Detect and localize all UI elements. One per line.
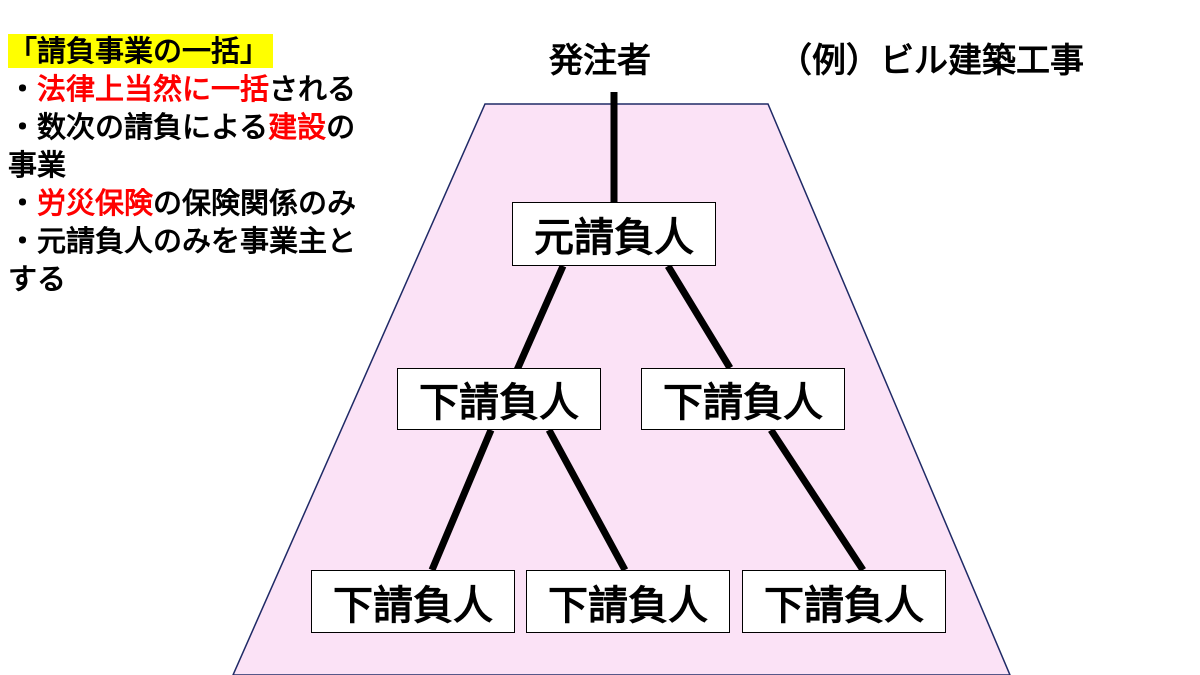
subcontractor-right-box: 下請負人 bbox=[641, 368, 845, 430]
notes-item-2-emphasis: 建設 bbox=[268, 110, 327, 144]
connector-prime-sub-right bbox=[665, 264, 733, 370]
notes-item-3-suffix: の保険関係のみ bbox=[153, 186, 357, 220]
notes-panel: 「請負事業の一括」 ・法律上当然に一括される ・数次の請負による建設の 事業 ・… bbox=[8, 32, 468, 298]
trapezoid-background bbox=[232, 103, 1011, 675]
notes-title-line: 「請負事業の一括」 bbox=[8, 32, 468, 70]
example-label: （例）ビル建築工事 bbox=[778, 41, 1084, 81]
notes-item-4-continuation: する bbox=[8, 262, 67, 296]
connector-sub-left-subsub-1 bbox=[428, 428, 495, 572]
orderer-label: 発注者 bbox=[549, 41, 651, 81]
notes-item-1: ・法律上当然に一括される bbox=[8, 70, 468, 108]
notes-item-1-suffix: される bbox=[269, 72, 357, 106]
notes-title: 「請負事業の一括」 bbox=[8, 34, 274, 68]
bullet: ・ bbox=[8, 186, 38, 220]
notes-item-3-emphasis: 労災保険 bbox=[37, 186, 154, 220]
notes-item-2-prefix: ・数次の請負による bbox=[8, 110, 269, 144]
notes-item-4: ・元請負人のみを事業主と bbox=[8, 224, 357, 258]
connector-sub-right-subsub-3 bbox=[768, 428, 866, 572]
connector-prime-sub-left bbox=[513, 264, 567, 372]
sub-subcontractor-3-box: 下請負人 bbox=[742, 570, 946, 633]
connector-sub-left-subsub-2 bbox=[545, 428, 629, 572]
notes-item-2: ・数次の請負による建設の bbox=[8, 108, 468, 146]
notes-item-2-suffix: の bbox=[326, 110, 356, 144]
prime-contractor-box: 元請負人 bbox=[512, 202, 716, 266]
notes-item-1-emphasis: 法律上当然に一括 bbox=[37, 72, 270, 106]
notes-item-3: ・労災保険の保険関係のみ bbox=[8, 184, 468, 222]
subcontractor-left-box: 下請負人 bbox=[397, 368, 601, 430]
notes-item-2-continuation: 事業 bbox=[8, 148, 67, 182]
sub-subcontractor-2-box: 下請負人 bbox=[526, 570, 730, 633]
sub-subcontractor-1-box: 下請負人 bbox=[311, 570, 515, 633]
bullet: ・ bbox=[8, 72, 38, 106]
